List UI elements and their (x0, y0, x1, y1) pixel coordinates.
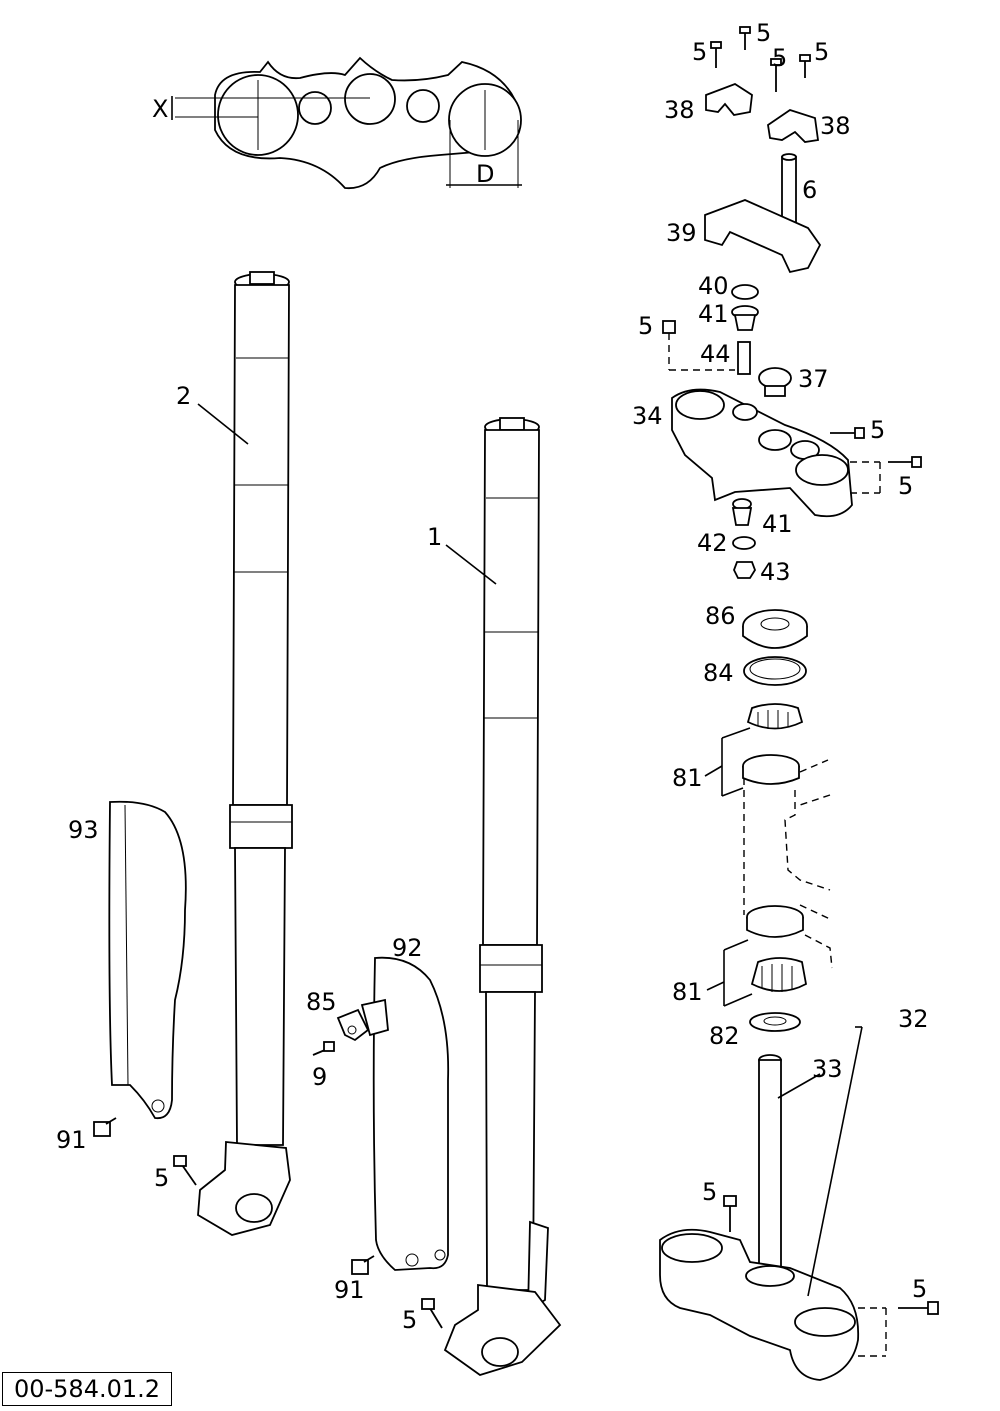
callout-41-bottom: 41 (762, 510, 793, 538)
leader-33 (777, 1073, 821, 1099)
callout-34: 34 (632, 402, 663, 430)
clamp-38-right (767, 109, 820, 143)
callout-5-bolt-a: 5 (756, 19, 771, 47)
bolt-5-clamp-34-a (830, 427, 865, 439)
ring-84 (743, 656, 807, 686)
callout-91-right: 91 (334, 1276, 365, 1304)
callout-9: 9 (312, 1063, 327, 1091)
callout-91-left: 91 (56, 1126, 87, 1154)
callout-1: 1 (427, 523, 442, 551)
clamp-38-left (705, 82, 753, 116)
callout-5-clamp-34-a: 5 (870, 416, 885, 444)
nut-43 (733, 561, 756, 579)
screw-9 (312, 1041, 335, 1056)
bolt-5-clamp-34-b (850, 456, 922, 494)
callout-44: 44 (700, 340, 731, 368)
nut-37 (758, 367, 792, 397)
bearing-81-lower (706, 905, 833, 1007)
callout-38-right: 38 (820, 112, 851, 140)
bearing-81-upper (704, 703, 804, 797)
callout-5-lower-clamp-side: 5 (912, 1275, 927, 1303)
callout-42: 42 (697, 529, 728, 557)
bushing-41-top (731, 305, 759, 331)
callout-5-clamp-34-b: 5 (898, 472, 913, 500)
bolt-5-lower-clamp-top (723, 1195, 737, 1232)
callout-38-left: 38 (664, 96, 695, 124)
screw-91-right (351, 1255, 375, 1275)
pin-44 (737, 341, 751, 375)
callout-43: 43 (760, 558, 791, 586)
callout-39: 39 (666, 219, 697, 247)
screw-5-fork-left (173, 1155, 197, 1186)
bolt-5-lower-clamp-side (858, 1301, 939, 1357)
callout-5-fork-left: 5 (154, 1164, 169, 1192)
leader-32 (807, 1026, 863, 1297)
handlebar-clamp-bolts (710, 26, 811, 92)
callout-5-bolt-c: 5 (772, 44, 787, 72)
screw-5-fork-right (421, 1298, 443, 1329)
callout-40: 40 (698, 272, 729, 300)
callout-37: 37 (798, 365, 829, 393)
fork-leg-right (443, 417, 562, 1376)
washer-40 (731, 284, 759, 300)
bridge-39 (704, 199, 822, 274)
bushing-41-bottom (731, 498, 753, 526)
callout-2: 2 (176, 382, 191, 410)
triple-clamp-dimension-sketch (171, 56, 522, 190)
steering-head-outline (743, 759, 833, 921)
bolt-5-upper-clamp (662, 320, 735, 371)
screw-91-left (93, 1117, 117, 1137)
callout-5-upper-clamp: 5 (638, 312, 653, 340)
lower-triple-clamp-32 (659, 1054, 860, 1381)
callout-82: 82 (709, 1022, 740, 1050)
callout-92: 92 (392, 934, 423, 962)
leader-1 (445, 544, 497, 585)
document-reference: 00-584.01.2 (2, 1372, 172, 1406)
callout-86: 86 (705, 602, 736, 630)
callout-81-lower: 81 (672, 978, 703, 1006)
callout-5-bolt-d: 5 (814, 38, 829, 66)
callout-32: 32 (898, 1005, 929, 1033)
leader-2 (197, 403, 249, 445)
callout-93: 93 (68, 816, 99, 844)
callout-33: 33 (812, 1055, 843, 1083)
callout-5-bolt-b: 5 (692, 38, 707, 66)
fork-leg-left (197, 271, 293, 1236)
callout-6: 6 (802, 176, 817, 204)
callout-84: 84 (703, 659, 734, 687)
callout-81-upper: 81 (672, 764, 703, 792)
stud-6 (781, 153, 797, 228)
seal-82 (749, 1012, 801, 1032)
fork-guard-93 (108, 800, 187, 1120)
fork-guard-92 (360, 956, 450, 1271)
callout-5-lower-clamp-top: 5 (702, 1178, 717, 1206)
seal-86 (742, 609, 808, 649)
dimension-d-label: D (476, 160, 494, 188)
callout-85: 85 (306, 988, 337, 1016)
washer-42 (732, 536, 756, 550)
clip-85 (336, 1008, 370, 1042)
upper-triple-clamp-34 (671, 388, 853, 518)
dimension-x-label: X (152, 95, 168, 123)
callout-41-top: 41 (698, 300, 729, 328)
callout-5-fork-right: 5 (402, 1306, 417, 1334)
